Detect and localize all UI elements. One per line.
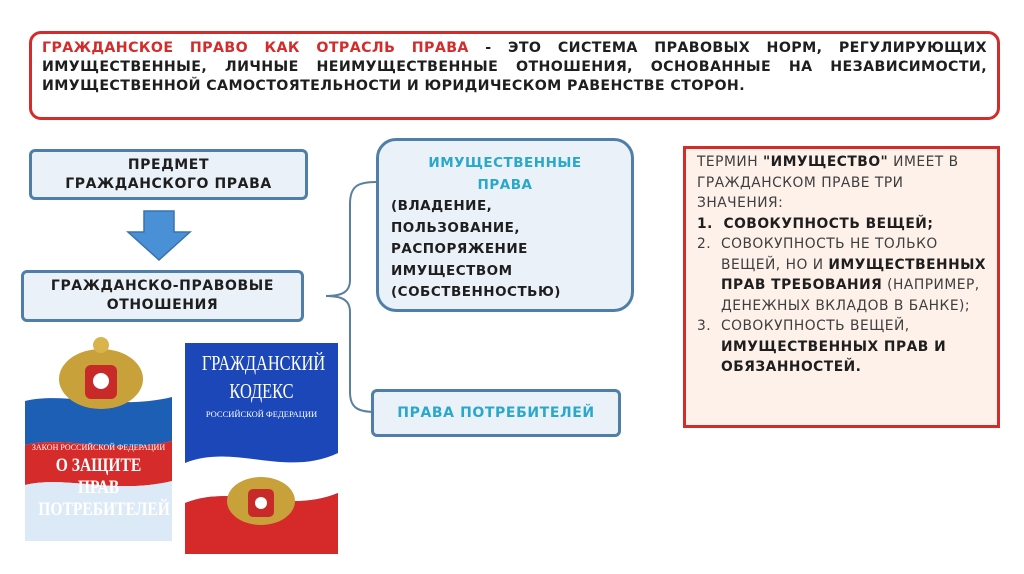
book1-title: О ЗАЩИТЕ ПРАВ ПОТРЕБИТЕЛЕЙ	[38, 455, 170, 521]
consumer-law-book-image: ЗАКОН РОССИЙСКОЙ ФЕДЕРАЦИИ О ЗАЩИТЕ ПРАВ…	[25, 331, 172, 541]
term-item-number: 2.	[697, 236, 712, 252]
definition-text: - ЭТО СИСТЕМА ПРАВОВЫХ НОРМ, РЕГУЛИРУЮЩИ…	[42, 40, 987, 94]
book-cover-background	[25, 331, 172, 541]
relations-line-2: ОТНОШЕНИЯ	[106, 297, 219, 313]
book1-top-label: ЗАКОН РОССИЙСКОЙ ФЕДЕРАЦИИ	[31, 443, 166, 452]
term-item-number: 1.	[697, 215, 713, 232]
relations-box: ГРАЖДАНСКО-ПРАВОВЫЕ ОТНОШЕНИЯ	[21, 270, 304, 322]
property-rights-title-2: ПРАВА	[477, 176, 533, 193]
book1-title-line-1: О ЗАЩИТЕ ПРАВ	[55, 455, 142, 498]
civil-code-book-image: ГРАЖДАНСКИЙ КОДЕКС РОССИЙСКОЙ ФЕДЕРАЦИИ	[185, 343, 338, 554]
term-item-text: СОВОКУПНОСТЬ НЕ ТОЛЬКО ВЕЩЕЙ, НО И	[720, 236, 938, 273]
subject-box: ПРЕДМЕТ ГРАЖДАНСКОГО ПРАВА	[29, 149, 308, 200]
term-item-1: 1. СОВОКУПНОСТЬ ВЕЩЕЙ;	[697, 214, 989, 235]
property-rights-item: (СОБСТВЕННОСТЬЮ)	[391, 284, 561, 300]
book2-title: ГРАЖДАНСКИЙ КОДЕКС	[201, 349, 326, 405]
term-item-number: 3.	[697, 318, 712, 334]
term-item-bold: СОВОКУПНОСТЬ ВЕЩЕЙ;	[723, 215, 934, 232]
term-intro-pre: ТЕРМИН	[697, 154, 763, 170]
consumer-rights-box: ПРАВА ПОТРЕБИТЕЛЕЙ	[371, 389, 621, 437]
bracket-connector	[325, 181, 377, 413]
term-item-bold: ИМУЩЕСТВЕННЫХ ПРАВ И ОБЯЗАННОСТЕЙ.	[721, 338, 947, 376]
property-rights-title-1: ИМУЩЕСТВЕННЫЕ	[428, 155, 582, 171]
term-intro-post: ИМЕЕТ В ГРАЖДАНСКОМ ПРАВЕ ТРИ ЗНАЧЕНИЯ:	[697, 154, 959, 211]
term-item-text: СОВОКУПНОСТЬ ВЕЩЕЙ,	[720, 318, 910, 334]
property-rights-box: ИМУЩЕСТВЕННЫЕ ПРАВА (ВЛАДЕНИЕ, ПОЛЬЗОВАН…	[376, 138, 634, 312]
term-intro: ТЕРМИН "ИМУЩЕСТВО" ИМЕЕТ В ГРАЖДАНСКОМ П…	[697, 152, 989, 214]
term-intro-term: "ИМУЩЕСТВО"	[762, 154, 889, 170]
definition-box: ГРАЖДАНСКОЕ ПРАВО КАК ОТРАСЛЬ ПРАВА - ЭТ…	[29, 31, 1000, 120]
property-rights-item: ИМУЩЕСТВОМ	[391, 262, 513, 279]
property-rights-item: (ВЛАДЕНИЕ,	[391, 198, 493, 214]
subject-line-2: ГРАЖДАНСКОГО ПРАВА	[65, 176, 272, 192]
term-item-3: 3. СОВОКУПНОСТЬ ВЕЩЕЙ, ИМУЩЕСТВЕННЫХ ПРА…	[697, 316, 989, 378]
book2-title-line-2: КОДЕКС	[229, 379, 294, 403]
eagle-emblem-icon	[59, 337, 143, 409]
definition-term: ГРАЖДАНСКОЕ ПРАВО КАК ОТРАСЛЬ ПРАВА	[42, 40, 469, 56]
property-rights-item: ПОЛЬЗОВАНИЕ,	[391, 219, 521, 236]
relations-line-1: ГРАЖДАНСКО-ПРАВОВЫЕ	[50, 278, 275, 294]
property-term-box: ТЕРМИН "ИМУЩЕСТВО" ИМЕЕТ В ГРАЖДАНСКОМ П…	[683, 146, 1000, 428]
book2-subtitle: РОССИЙСКОЙ ФЕДЕРАЦИИ	[205, 409, 318, 419]
subject-line-1: ПРЕДМЕТ	[127, 157, 210, 173]
book2-cover-background	[185, 343, 338, 554]
term-item-bold: ИМУЩЕСТВЕННЫХ ПРАВ ТРЕБОВАНИЯ	[721, 256, 987, 294]
book2-title-line-1: ГРАЖДАНСКИЙ	[201, 351, 326, 375]
down-arrow-icon	[126, 210, 192, 262]
term-item-text: (НАПРИМЕР, ДЕНЕЖНЫХ ВКЛАДОВ В БАНКЕ);	[721, 277, 980, 314]
term-item-2: 2. СОВОКУПНОСТЬ НЕ ТОЛЬКО ВЕЩЕЙ, НО И ИМ…	[697, 234, 989, 316]
eagle-emblem-icon	[227, 477, 295, 525]
property-rights-item: РАСПОРЯЖЕНИЕ	[391, 241, 528, 257]
book1-title-line-2: ПОТРЕБИТЕЛЕЙ	[38, 499, 170, 520]
